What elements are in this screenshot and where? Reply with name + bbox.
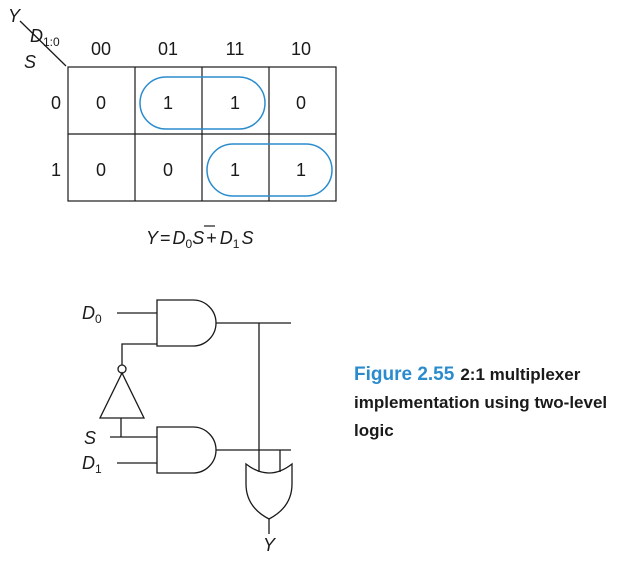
input-d1-label: D1 [82,453,102,476]
kmap-col-header: 10 [291,39,311,59]
kmap-cell: 1 [230,160,240,180]
mux-circuit: D0 S D1 Y [82,299,293,555]
kmap-cell: 0 [296,93,306,113]
kmap-row-var-label: S [24,52,36,72]
kmap-cell: 1 [163,93,173,113]
kmap-col-var-label: D1:0 [30,26,60,49]
and-gate-bottom [156,426,217,474]
kmap-cell: 0 [96,160,106,180]
caption-text: 2:1 multiplexer implementation using two… [354,365,608,440]
kmap-col-header: 11 [226,39,245,59]
kmap-cell: 1 [230,93,240,113]
kmap-cell: 1 [296,160,306,180]
kmap-col-header: 00 [91,39,111,59]
inverter-gate [98,371,146,419]
kmap: Y D1:0 S 00 01 11 10 0 1 0 1 1 0 0 0 1 1 [8,6,337,202]
kmap-corner-diagonal [19,20,67,67]
and-gate-top [156,299,217,347]
output-y-label: Y [263,535,277,555]
kmap-col-header: 01 [158,39,178,59]
kmap-row-header: 0 [51,93,61,113]
kmap-group-loop-top [139,76,266,130]
kmap-cell: 0 [163,160,173,180]
kmap-cell: 0 [96,93,106,113]
wire-sbar [121,343,157,365]
kmap-grid [67,66,337,202]
input-s-label: S [84,428,96,448]
kmap-row-header: 1 [51,160,61,180]
or-gate [245,462,293,520]
figure-number: Figure 2.55 [354,364,455,385]
kmap-output-label: Y [8,6,22,26]
kmap-group-loop-bottom [206,143,333,197]
input-d0-label: D0 [82,303,102,326]
